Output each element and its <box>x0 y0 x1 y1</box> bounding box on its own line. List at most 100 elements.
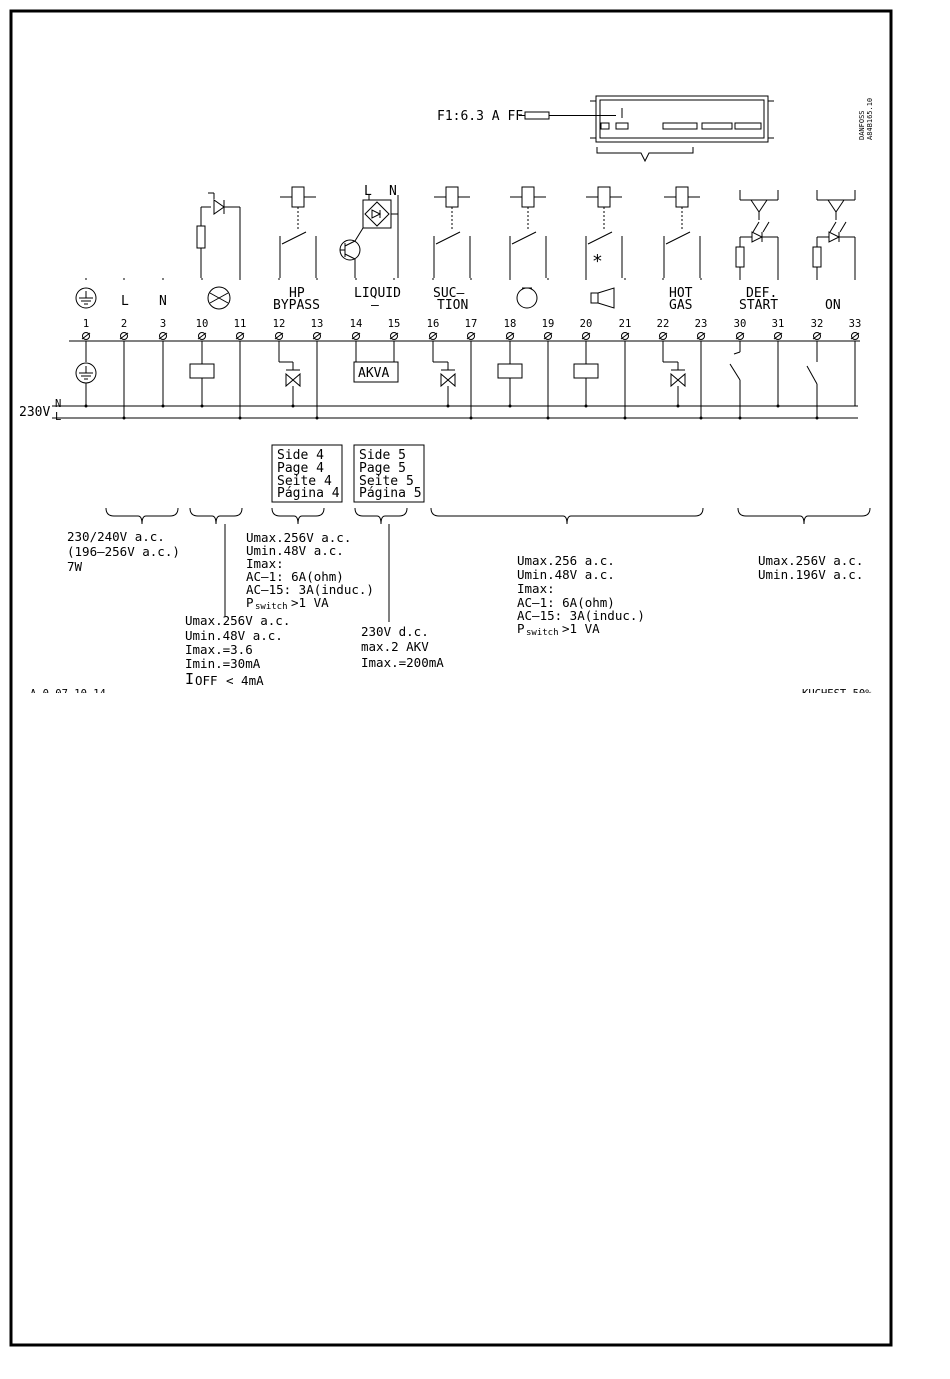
terminal-21: 21 <box>619 278 631 340</box>
alarm-horn-icon <box>590 287 615 309</box>
terminal-13: 13 <box>311 278 324 340</box>
vertical-stamp-2: A84B165.10 <box>866 98 874 140</box>
terminal-screw-icon <box>544 332 552 340</box>
grouping-braces <box>105 507 871 622</box>
akva-label: AKVA <box>358 366 389 381</box>
terminal-22: 22 <box>657 278 669 340</box>
terminal-number: 11 <box>234 318 247 330</box>
terminal-31: 31 <box>772 278 784 340</box>
svg-text:P: P <box>517 621 525 636</box>
label-hot-gas-1: HOT <box>669 286 693 301</box>
terminal-12: 12 <box>273 278 286 340</box>
svg-text:7W: 7W <box>67 559 83 574</box>
terminal-screw-icon <box>659 332 667 340</box>
label-def-start-2: START <box>739 298 778 313</box>
svg-text:Umin.48V a.c.: Umin.48V a.c. <box>517 567 615 582</box>
terminal-14: 14 <box>350 278 363 340</box>
svg-text:I: I <box>185 670 194 688</box>
terminal-screw-icon <box>313 332 321 340</box>
supply-n: N <box>55 398 61 410</box>
compressor-icon <box>516 287 538 309</box>
terminal-screw-icon <box>390 332 398 340</box>
earth-icon <box>75 287 97 309</box>
svg-text:switch: switch <box>526 628 559 638</box>
label-liquid-1: LIQUID <box>354 286 401 301</box>
label-n: N <box>159 294 167 309</box>
page-ref-box-a: Side 4 Page 4 Seite 4 Página 4 <box>271 444 343 503</box>
terminal-screw-icon <box>697 332 705 340</box>
svg-text:KUCHEST 50%: KUCHEST 50% <box>802 688 872 700</box>
label-liquid-2: – <box>371 298 379 313</box>
relay-hot-gas-icon <box>663 186 701 278</box>
spec-akv: 230V d.c. max.2 AKV Imax.=200mA <box>361 624 444 670</box>
terminal-10: 10 <box>196 278 209 340</box>
page-ref-a-1: Side 4 <box>277 448 324 463</box>
fan-drive-icon <box>196 192 241 278</box>
terminal-screw-icon <box>275 332 283 340</box>
svg-text:AC–1: 6A(ohm): AC–1: 6A(ohm) <box>517 595 615 610</box>
terminal-screw-icon <box>506 332 514 340</box>
terminal-1: 1 <box>81 278 91 340</box>
footer-fragments: A 0.07.10.14 KUCHEST 50% <box>30 688 872 700</box>
terminal-2: 2 <box>119 278 129 340</box>
terminal-screw-icon <box>236 332 244 340</box>
terminal-number: 3 <box>160 318 166 330</box>
terminal-30: 30 <box>734 278 746 340</box>
terminal-number: 2 <box>121 318 127 330</box>
terminal-18: 18 <box>504 278 516 340</box>
terminal-number: 17 <box>465 318 478 330</box>
svg-text:AC–15: 3A(induc.): AC–15: 3A(induc.) <box>246 582 374 597</box>
page-ref-a-2: Page 4 <box>277 461 324 476</box>
fan-icon <box>207 286 231 310</box>
terminal-20: 20 <box>580 278 593 340</box>
optocoupler-def-start-icon <box>735 190 779 278</box>
svg-text:Umin.196V a.c.: Umin.196V a.c. <box>758 567 863 582</box>
terminal-32: 32 <box>811 278 824 340</box>
spec-inputs: Umax.256V a.c. Umin.196V a.c. <box>758 553 863 582</box>
terminal-screw-icon <box>467 332 475 340</box>
akv-driver-icon <box>339 195 399 278</box>
svg-text:max.2 AKV: max.2 AKV <box>361 639 429 654</box>
fuse-label: F1:6.3 A FF <box>437 109 523 124</box>
page-ref-a-3: Seite 4 <box>277 474 332 489</box>
svg-text:OFF: OFF <box>195 673 218 688</box>
svg-text:Imax:: Imax: <box>517 581 555 596</box>
terminal-screw-icon <box>352 332 360 340</box>
spec-supply: 230/240V a.c. (196–256V a.c.) 7W <box>67 529 180 574</box>
terminal-number: 32 <box>811 318 824 330</box>
svg-text:Imax.=200mA: Imax.=200mA <box>361 655 444 670</box>
relay-compressor-icon <box>509 186 547 278</box>
component-symbols <box>75 186 856 310</box>
label-hp-bypass-1: HP <box>289 286 305 301</box>
lower-wiring <box>52 341 858 419</box>
label-liquid-l: L <box>364 184 372 199</box>
terminal-number: 10 <box>196 318 209 330</box>
page-ref-box-b: Side 5 Page 5 Seite 5 Página 5 <box>353 444 425 503</box>
terminal-number: 19 <box>542 318 555 330</box>
spec-relays: Umax.256 a.c. Umin.48V a.c. Imax: AC–1: … <box>517 553 645 638</box>
terminal-3: 3 <box>158 278 168 340</box>
terminal-screw-icon <box>851 332 859 340</box>
svg-text:Imin.=30mA: Imin.=30mA <box>185 656 261 671</box>
svg-text:AC–15: 3A(induc.): AC–15: 3A(induc.) <box>517 608 645 623</box>
svg-text:Umax.256V a.c.: Umax.256V a.c. <box>246 530 351 545</box>
relay-alarm-icon <box>585 186 623 278</box>
terminal-number: 20 <box>580 318 593 330</box>
terminal-number: 14 <box>350 318 363 330</box>
terminal-screw-icon <box>621 332 629 340</box>
label-liquid-n: N <box>389 184 397 199</box>
terminal-number: 13 <box>311 318 324 330</box>
fuse-symbol <box>519 111 616 120</box>
terminal-number: 12 <box>273 318 286 330</box>
terminal-screw-icon <box>813 332 821 340</box>
label-hot-gas-2: GAS <box>669 298 692 313</box>
spec-hp-bypass: Umax.256V a.c. Umin.48V a.c. Imax: AC–1:… <box>246 530 374 612</box>
terminal-number: 16 <box>427 318 440 330</box>
terminal-11: 11 <box>234 278 247 340</box>
svg-text:Imax.=3.6: Imax.=3.6 <box>185 642 253 657</box>
terminal-19: 19 <box>542 278 555 340</box>
dot-markers <box>84 404 819 420</box>
function-labels: L N HP BYPASS L N LIQUID – SUC– TION * H… <box>121 184 841 313</box>
terminal-23: 23 <box>695 278 707 340</box>
